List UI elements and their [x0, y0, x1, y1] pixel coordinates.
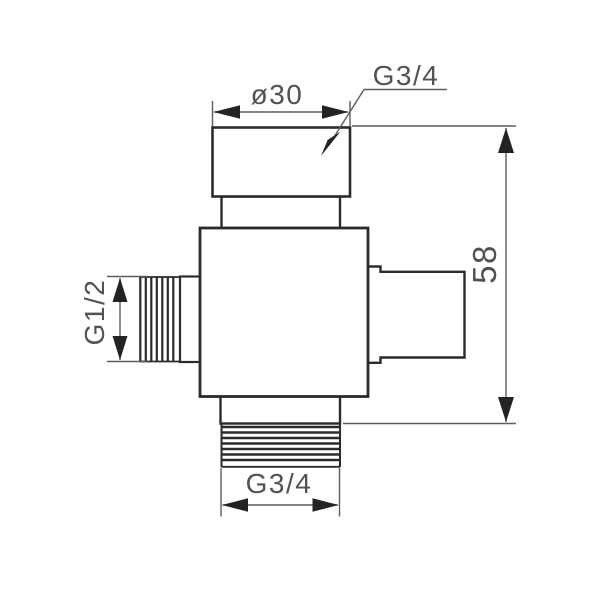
dim-height: 58 — [343, 125, 516, 425]
dim-top-diameter: ø30 — [211, 79, 351, 127]
dim-label-height-58: 58 — [466, 244, 503, 284]
arrow-left-icon — [213, 105, 240, 119]
left-thread — [139, 276, 180, 363]
bottom-neck — [219, 393, 342, 425]
part-outline — [178, 126, 466, 425]
dim-label-g34-bottom: G3/4 — [246, 468, 313, 499]
arrow-right-icon — [322, 105, 349, 119]
arrow-up-icon — [498, 128, 514, 153]
top-neck — [220, 195, 342, 230]
arrow-down-icon — [112, 336, 128, 360]
label-g34-top: G3/4 — [373, 60, 440, 91]
arrow-right-icon — [312, 498, 339, 512]
right-port — [368, 265, 466, 364]
dim-label-diameter-30: ø30 — [251, 79, 304, 110]
dim-label-g12-left: G1/2 — [79, 279, 110, 346]
arrow-up-icon — [112, 278, 128, 302]
arrow-down-icon — [498, 397, 514, 422]
dim-left-thread: G1/2 — [79, 275, 147, 363]
arrow-left-icon — [222, 498, 248, 512]
valve-body — [198, 226, 370, 398]
left-flange — [178, 275, 202, 364]
dim-bottom-thread: G3/4 — [220, 468, 341, 517]
arrow-leader-icon — [321, 131, 341, 156]
top-cap — [211, 126, 352, 198]
label-top-thread: G3/4 — [321, 60, 447, 156]
bottom-thread — [220, 423, 341, 468]
